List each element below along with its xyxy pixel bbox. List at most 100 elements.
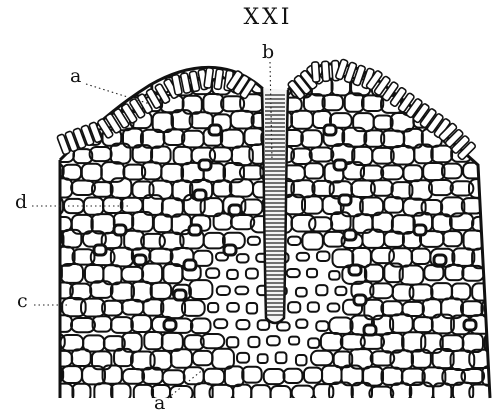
parenchyma-cell: [452, 283, 471, 299]
parenchyma-cell: [44, 97, 65, 111]
parenchyma-cell: [463, 95, 483, 111]
parenchyma-cell: [305, 163, 324, 178]
parenchyma-cell: [248, 237, 260, 245]
parenchyma-cell: [122, 267, 144, 282]
epidermal-cell: [204, 68, 214, 89]
parenchyma-cell: [72, 384, 90, 401]
parenchyma-cell: [242, 367, 261, 383]
vascular-cell: [229, 205, 241, 215]
parenchyma-cell: [304, 368, 322, 383]
parenchyma-cell: [41, 61, 62, 78]
vascular-cell: [324, 125, 336, 135]
parenchyma-cell: [381, 301, 402, 315]
parenchyma-cell: [235, 287, 248, 295]
parenchyma-cell: [296, 355, 307, 365]
epidermal-cell: [214, 69, 224, 90]
parenchyma-cell: [384, 61, 404, 76]
central-canal: [262, 88, 288, 323]
parenchyma-cell: [328, 304, 340, 312]
parenchyma-cell: [442, 63, 463, 77]
parenchyma-cell: [412, 249, 431, 264]
parenchyma-cell: [296, 288, 307, 297]
parenchyma-cell: [464, 63, 483, 79]
parenchyma-cell: [163, 370, 185, 384]
parenchyma-cell: [310, 147, 334, 161]
parenchyma-cell: [103, 198, 122, 213]
parenchyma-cell: [335, 287, 346, 295]
vascular-cell: [184, 260, 196, 270]
vascular-cell: [364, 325, 376, 335]
parenchyma-cell: [431, 283, 452, 299]
parenchyma-cell: [483, 162, 500, 182]
vascular-cell: [414, 225, 426, 235]
parenchyma-cell: [291, 111, 313, 129]
parenchyma-cell: [142, 264, 162, 283]
parenchyma-cell: [472, 113, 490, 128]
parenchyma-cell: [174, 147, 192, 164]
parenchyma-cell: [217, 286, 230, 295]
vascular-cell: [164, 320, 176, 330]
parenchyma-cell: [296, 320, 307, 328]
parenchyma-cell: [171, 349, 192, 368]
parenchyma-cell: [62, 230, 81, 248]
parenchyma-cell: [51, 113, 71, 131]
parenchyma-cell: [170, 386, 193, 401]
parenchyma-cell: [121, 198, 143, 213]
vascular-cell: [199, 160, 211, 170]
parenchyma-cell: [452, 79, 473, 97]
parenchyma-cell: [288, 302, 300, 312]
vascular-cell: [344, 230, 356, 240]
parenchyma-cell: [208, 303, 218, 312]
parenchyma-cell: [302, 232, 322, 249]
epidermal-cell: [322, 61, 330, 81]
parenchyma-cell: [94, 383, 112, 402]
parenchyma-cell: [311, 351, 333, 366]
parenchyma-cell: [258, 320, 270, 330]
vascular-cell: [209, 125, 221, 135]
parenchyma-cell: [414, 317, 433, 332]
vascular-cell: [134, 255, 146, 265]
parenchyma-cell: [317, 251, 330, 261]
vascular-cell: [194, 190, 206, 200]
parenchyma-cell: [206, 268, 219, 277]
parenchyma-cell: [236, 320, 249, 329]
figure-title: XXI: [243, 5, 292, 30]
label-a-bottom-text: a: [154, 392, 165, 414]
parenchyma-cell: [381, 165, 403, 179]
parenchyma-cell: [444, 96, 463, 114]
parenchyma-cell: [221, 130, 244, 148]
parenchyma-cell: [482, 96, 500, 114]
parenchyma-cell: [284, 369, 303, 383]
vascular-cell: [354, 295, 366, 305]
parenchyma-cell: [184, 367, 204, 384]
parenchyma-cell: [288, 237, 301, 245]
parenchyma-cell: [433, 77, 454, 97]
parenchyma-cell: [381, 368, 402, 385]
parenchyma-cell: [51, 384, 74, 402]
parenchyma-cell: [271, 386, 291, 402]
parenchyma-cell: [246, 269, 258, 279]
tissue-section: [40, 59, 500, 404]
parenchyma-cell: [189, 280, 212, 299]
parenchyma-cell: [62, 366, 82, 383]
parenchyma-cell: [329, 317, 352, 333]
parenchyma-cell: [71, 318, 95, 332]
parenchyma-cell: [182, 131, 204, 148]
label-d: d: [15, 191, 130, 213]
vascular-cell: [339, 195, 351, 205]
parenchyma-cell: [322, 366, 342, 384]
parenchyma-cell: [463, 163, 483, 179]
parenchyma-cell: [248, 337, 259, 347]
parenchyma-cell: [82, 164, 102, 181]
parenchyma-cell: [308, 338, 319, 347]
parenchyma-cell: [331, 212, 350, 231]
parenchyma-cell: [111, 384, 130, 401]
parenchyma-cell: [102, 62, 124, 76]
label-a-bottom: a: [154, 368, 205, 414]
vascular-cell: [94, 245, 106, 255]
vascular-cell: [114, 225, 126, 235]
label-b-text: b: [262, 41, 274, 63]
parenchyma-cell: [316, 321, 328, 331]
parenchyma-cell: [251, 385, 270, 403]
vascular-cell: [349, 265, 361, 275]
